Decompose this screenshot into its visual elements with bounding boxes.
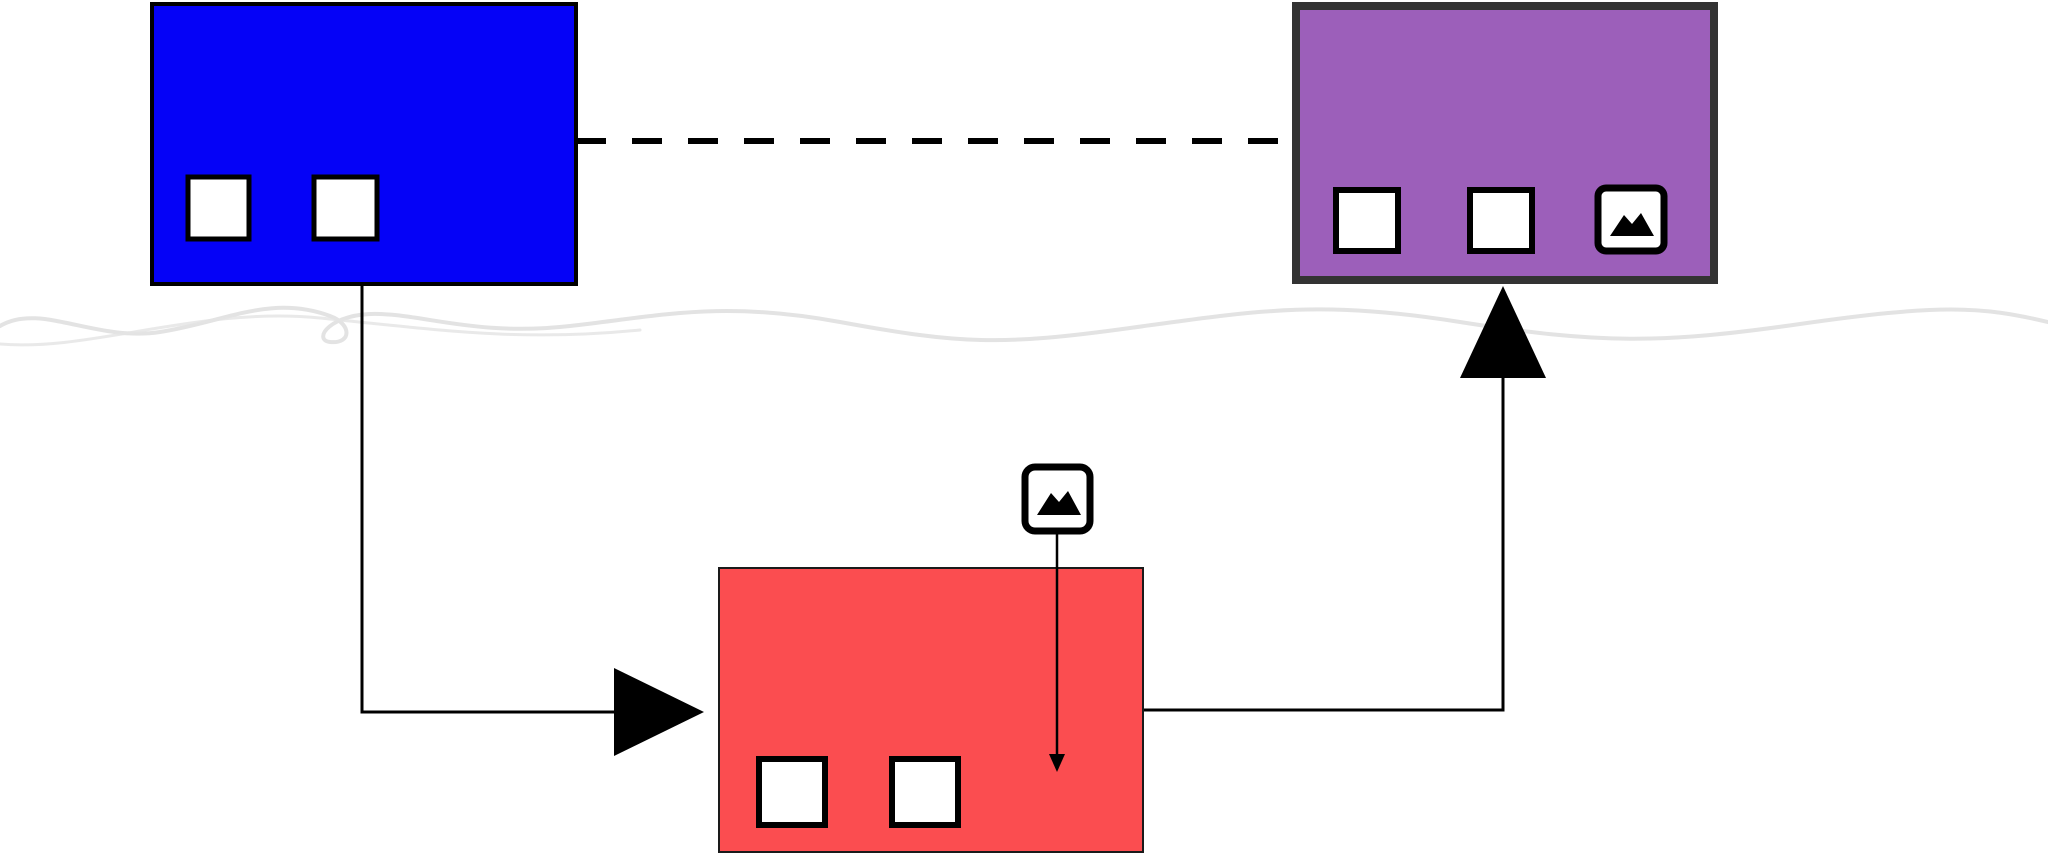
connector-red-to-purple[interactable] xyxy=(1144,286,1546,712)
blue-node-body[interactable] xyxy=(150,2,578,286)
image-icon-frame xyxy=(1021,463,1094,535)
image-icon-frame xyxy=(1594,184,1668,255)
purple-node[interactable] xyxy=(1292,2,1718,284)
window-square xyxy=(1333,187,1401,254)
wave-divider xyxy=(0,305,2048,347)
red-node[interactable] xyxy=(718,567,1144,853)
wave-divider-stroke-2 xyxy=(0,314,642,347)
window-square xyxy=(756,756,828,828)
image-icon[interactable] xyxy=(1594,184,1668,255)
mountain-glyph-icon xyxy=(1610,213,1654,236)
mountain-glyph-icon xyxy=(1037,491,1081,515)
blue-node[interactable] xyxy=(150,2,578,286)
connector-red-to-purple-line[interactable] xyxy=(1144,374,1505,712)
wave-divider-stroke-1 xyxy=(0,305,2048,345)
connector-blue-to-red[interactable] xyxy=(360,284,704,756)
arrowhead-up-icon xyxy=(1460,286,1546,378)
arrowhead-right-icon xyxy=(614,668,704,756)
connector-blue-to-red-line[interactable] xyxy=(360,284,616,714)
arrowhead-down-small-icon xyxy=(1049,754,1065,772)
window-square xyxy=(1467,187,1535,254)
image-icon[interactable] xyxy=(1021,463,1094,535)
window-square xyxy=(185,174,252,242)
window-square xyxy=(889,756,961,828)
window-square xyxy=(311,174,380,242)
connector-icon-to-red[interactable] xyxy=(1049,534,1065,772)
